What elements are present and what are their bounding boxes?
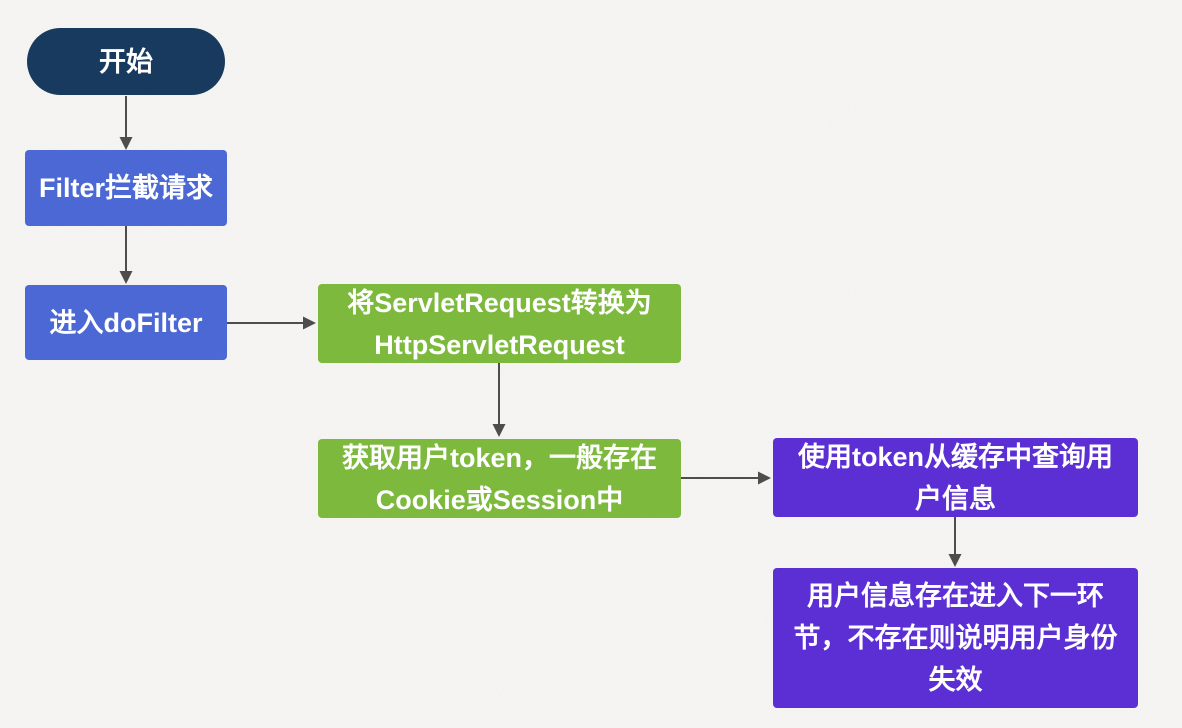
- node-user-check: 用户信息存在进入下一环 节，不存在则说明用户身份 失效: [773, 568, 1138, 708]
- arrow-start-to-filter: [119, 96, 133, 150]
- arrow-dofilter-to-convert: [227, 316, 316, 330]
- node-enter-dofilter: 进入doFilter: [25, 285, 227, 360]
- node-get-token: 获取用户token，一般存在 Cookie或Session中: [318, 439, 681, 518]
- node-filter-intercept: Filter拦截请求: [25, 150, 227, 226]
- arrow-filter-to-dofilter: [119, 226, 133, 284]
- arrow-queryuser-to-usercheck: [948, 517, 962, 567]
- node-query-user: 使用token从缓存中查询用 户信息: [773, 438, 1138, 517]
- arrow-gettoken-to-queryuser: [681, 471, 771, 485]
- arrow-convert-to-gettoken: [492, 363, 506, 437]
- node-convert-request: 将ServletRequest转换为 HttpServletRequest: [318, 284, 681, 363]
- node-start: 开始: [27, 28, 225, 95]
